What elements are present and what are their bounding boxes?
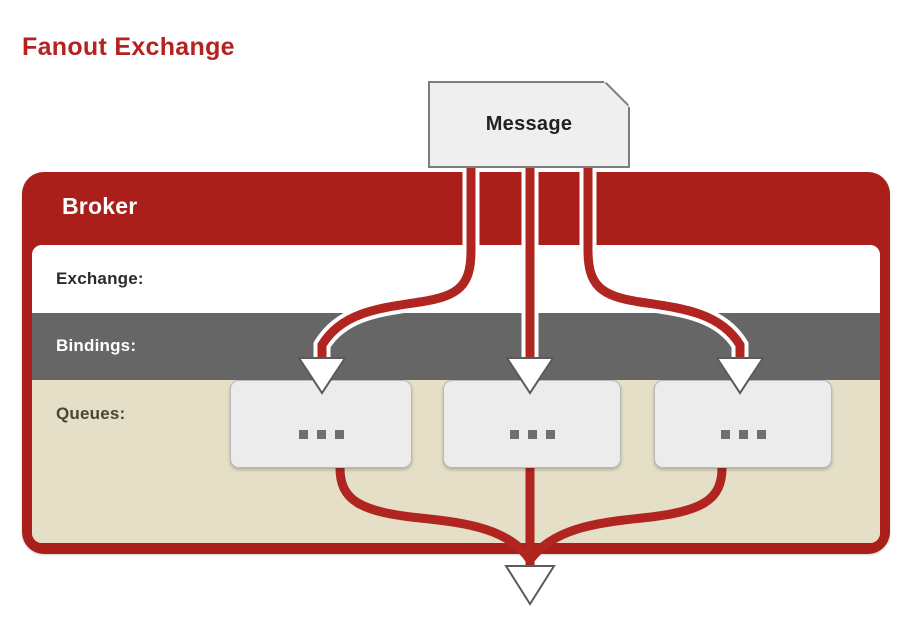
queue-box-2[interactable]: [443, 380, 621, 468]
queue-dot: [527, 430, 537, 439]
queue-dot: [545, 430, 555, 439]
document-fold-icon: [604, 81, 630, 107]
exchange-row-label: Exchange:: [56, 269, 144, 288]
queue-inbound-arrowhead: [297, 357, 765, 395]
queue-content-dots-2: [444, 430, 620, 439]
queue-dot: [298, 430, 308, 439]
message-label: Message: [485, 113, 573, 135]
exchange-row: Exchange:: [32, 245, 880, 313]
queue-content-dots-3: [655, 430, 831, 439]
queue-dot: [509, 430, 519, 439]
page-title: Fanout Exchange: [22, 33, 235, 61]
queue-dot: [738, 430, 748, 439]
queue-box-1[interactable]: [230, 380, 412, 468]
queues-row-label: Queues:: [56, 404, 126, 423]
message-box[interactable]: Message: [428, 81, 630, 168]
queue-dot: [334, 430, 344, 439]
queue-content-dots-1: [231, 430, 411, 439]
queue-dot: [720, 430, 730, 439]
queue-box-3[interactable]: [654, 380, 832, 468]
broker-label: Broker: [62, 193, 138, 219]
outbound-arrowhead: [504, 565, 556, 606]
bindings-row-label: Bindings:: [56, 336, 137, 355]
queue-dot: [756, 430, 766, 439]
queue-dot: [316, 430, 326, 439]
